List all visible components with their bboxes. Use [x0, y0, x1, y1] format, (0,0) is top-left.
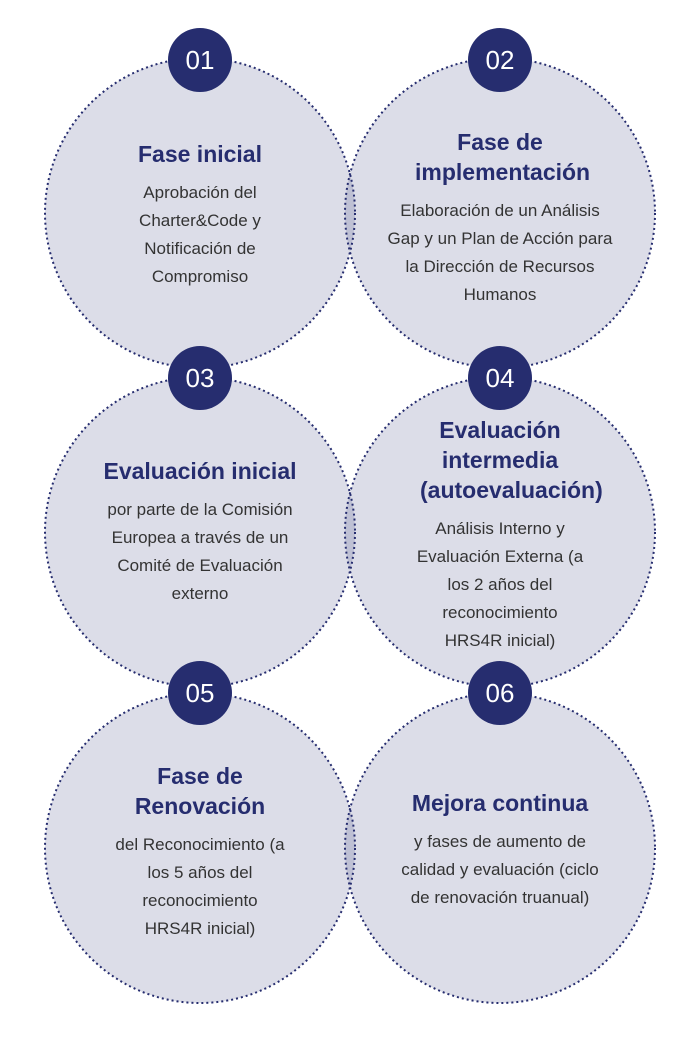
phase-6: Mejora continua y fases de aumento de ca… [385, 788, 615, 912]
phase-title: Evaluación inicial [103, 458, 297, 484]
phase-2: Fase de implementación Elaboración de un… [385, 127, 615, 309]
phase-title: Evaluación intermedia (autoevaluación) [420, 417, 603, 503]
phase-5: Fase de Renovación del Reconocimiento (a… [100, 761, 300, 943]
phase-description: Análisis Interno y Evaluación Externa (a… [416, 519, 584, 650]
phase-description: Elaboración de un Análisis Gap y un Plan… [387, 201, 613, 304]
phase-number-badge: 03 [168, 346, 232, 410]
phase-3: Evaluación inicial por parte de la Comis… [85, 456, 315, 608]
phase-number-badge: 06 [468, 661, 532, 725]
phase-number-badge: 02 [468, 28, 532, 92]
phase-number-badge: 01 [168, 28, 232, 92]
phase-1: Fase inicial Aprobación del Charter&Code… [110, 139, 290, 291]
phase-description: por parte de la Comisión Europea a travé… [107, 500, 293, 603]
phase-description: y fases de aumento de calidad y evaluaci… [401, 832, 599, 907]
phase-title: Fase de implementación [415, 129, 591, 185]
phase-description: del Reconocimiento (a los 5 años del rec… [115, 835, 285, 938]
phase-title: Mejora continua [411, 790, 589, 816]
phase-title: Fase de Renovación [134, 763, 266, 819]
phase-title: Fase inicial [137, 141, 262, 167]
phase-number-badge: 04 [468, 346, 532, 410]
phase-description: Aprobación del Charter&Code y Notificaci… [139, 183, 261, 286]
phase-number-badge: 05 [168, 661, 232, 725]
phase-4: Evaluación intermedia (autoevaluación) A… [390, 415, 610, 655]
